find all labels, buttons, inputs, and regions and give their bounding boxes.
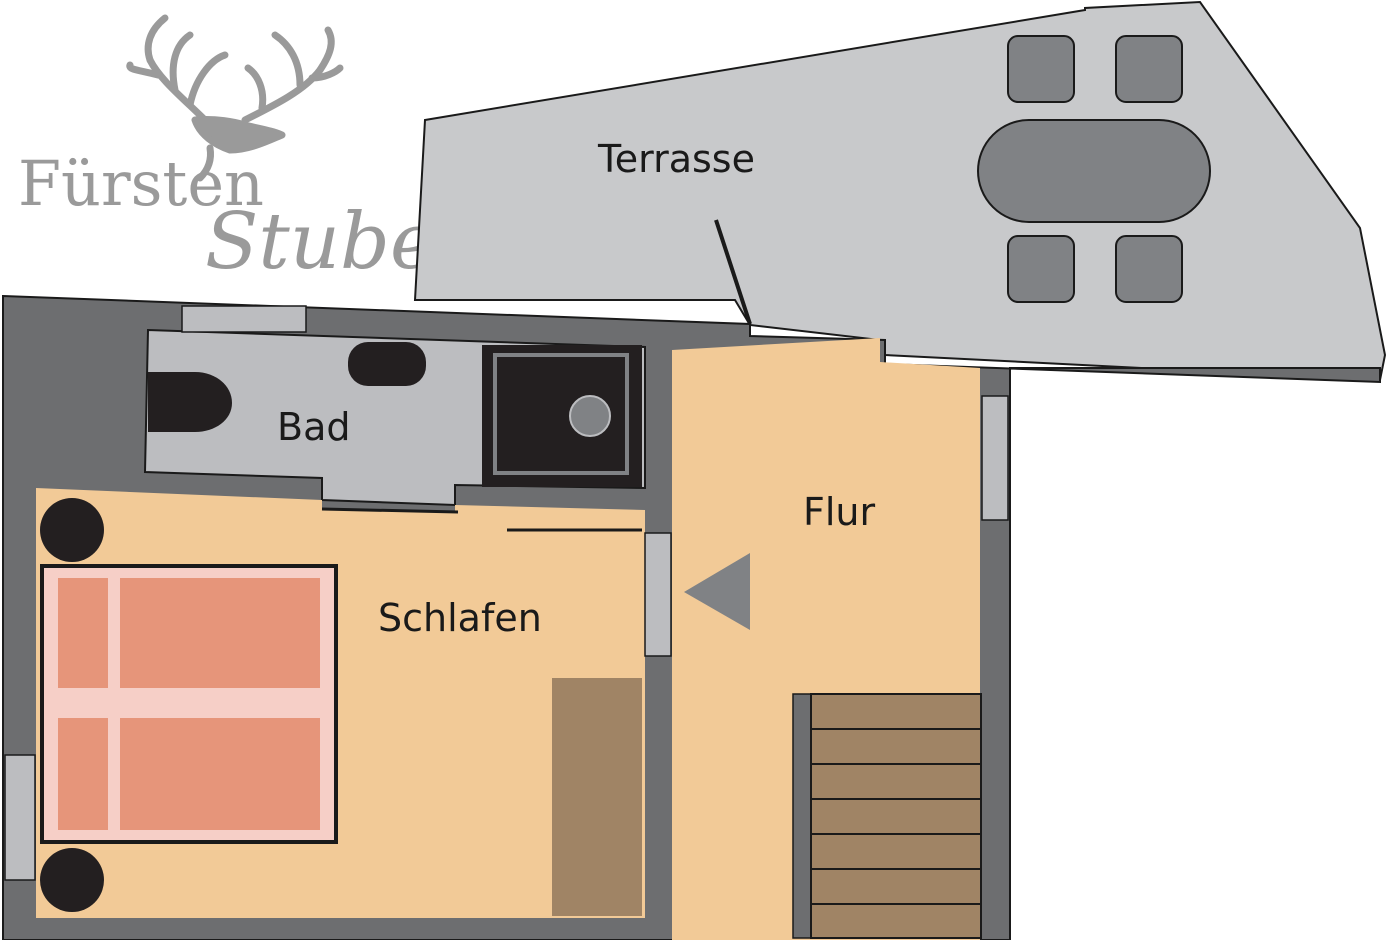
stag-logo-icon (126, 14, 344, 182)
terrace-chair (1115, 235, 1183, 303)
pillow (58, 578, 108, 688)
hall: Flur (684, 490, 982, 939)
logo: Fürsten Stube (18, 14, 436, 287)
hall-label: Flur (803, 490, 875, 534)
stair-step (810, 798, 982, 835)
stair-rail (792, 693, 812, 939)
stair-step (810, 868, 982, 905)
terrace-table (977, 119, 1211, 223)
window (981, 395, 1009, 521)
sink (348, 342, 426, 386)
shower-drain-icon (569, 395, 611, 437)
logo-text-line2: Stube (205, 197, 436, 287)
stairs (810, 693, 982, 939)
stair-step (810, 903, 982, 939)
stair-step (810, 763, 982, 800)
wardrobe (552, 678, 642, 916)
logo-text-line1: Fürsten (18, 147, 264, 220)
window (4, 754, 36, 881)
pillow (58, 718, 108, 830)
stair-step (810, 693, 982, 730)
entrance-arrow-icon (684, 553, 750, 630)
terrace-door-line (714, 219, 752, 325)
terrace-chair (1115, 35, 1183, 103)
bedroom-label: Schlafen (378, 596, 542, 640)
bathroom: Bad (143, 328, 646, 507)
stair-step (810, 728, 982, 765)
stair-step (810, 833, 982, 870)
bedroom: Schlafen (36, 488, 645, 918)
nightstand-lamp-icon (40, 848, 104, 912)
window (644, 532, 672, 657)
bath-label: Bad (277, 405, 350, 449)
window (181, 305, 307, 333)
bedroom-door-line (321, 507, 459, 514)
terrace: Terrasse (413, 0, 1387, 382)
mattress (120, 578, 320, 688)
toilet (148, 372, 232, 432)
mattress (120, 718, 320, 830)
terrace-label: Terrasse (597, 137, 755, 181)
terrace-chair (1007, 235, 1075, 303)
terrace-chair (1007, 35, 1075, 103)
nightstand-lamp-icon (40, 498, 104, 562)
